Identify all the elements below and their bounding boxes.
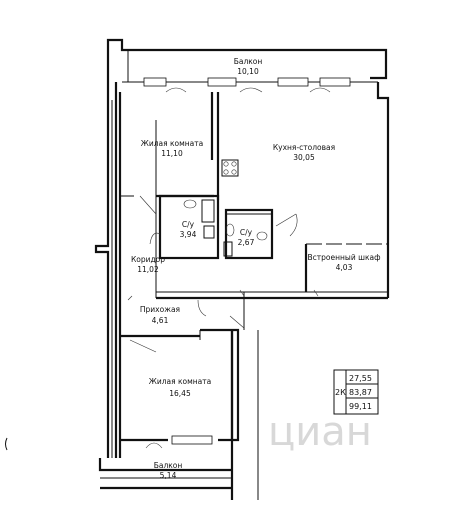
edge-mark [5, 437, 8, 451]
room-area-wardrobe: 4,03 [336, 263, 353, 272]
room-area-bath1: 3,94 [180, 230, 197, 239]
room-area-bath2: 2,67 [238, 238, 255, 247]
room-area-balcony-top: 10,10 [237, 67, 259, 76]
total-area-value: 83,87 [349, 388, 372, 397]
room-name-living-bottom: Жилая комната [149, 377, 211, 386]
room-name-corridor: Коридор [131, 255, 165, 264]
room-area-living-top: 11,10 [161, 149, 183, 158]
room-name-hall: Прихожая [140, 305, 180, 314]
outer-walls [94, 38, 390, 500]
room-area-balcony-bottom: 5,14 [160, 471, 177, 480]
room-name-bath2: С/у [240, 228, 253, 237]
room-labels: Балкон 10,10 Жилая комната 11,10 Кухня-с… [131, 57, 381, 480]
room-name-balcony-top: Балкон [234, 57, 263, 66]
room-name-wardrobe: Встроенный шкаф [308, 253, 381, 262]
room-name-kitchen: Кухня-столовая [273, 143, 335, 152]
total-with-balcony-value: 99,11 [349, 402, 372, 411]
room-area-corridor: 11,02 [137, 265, 159, 274]
watermark: циан [268, 409, 372, 455]
living-area-value: 27,55 [349, 374, 372, 383]
room-name-balcony-bottom: Балкон [154, 461, 183, 470]
room-name-living-top: Жилая комната [141, 139, 203, 148]
room-area-kitchen: 30,05 [293, 153, 315, 162]
room-area-hall: 4,61 [152, 316, 169, 325]
area-summary-table: 2К 27,55 83,87 99,11 [333, 369, 379, 415]
windows [143, 77, 351, 449]
apartment-type: 2К [335, 388, 346, 397]
interior-walls [120, 92, 388, 353]
room-area-living-bottom: 16,45 [169, 389, 191, 398]
room-name-bath1: С/у [182, 220, 195, 229]
watermark-text: циан [268, 409, 372, 455]
